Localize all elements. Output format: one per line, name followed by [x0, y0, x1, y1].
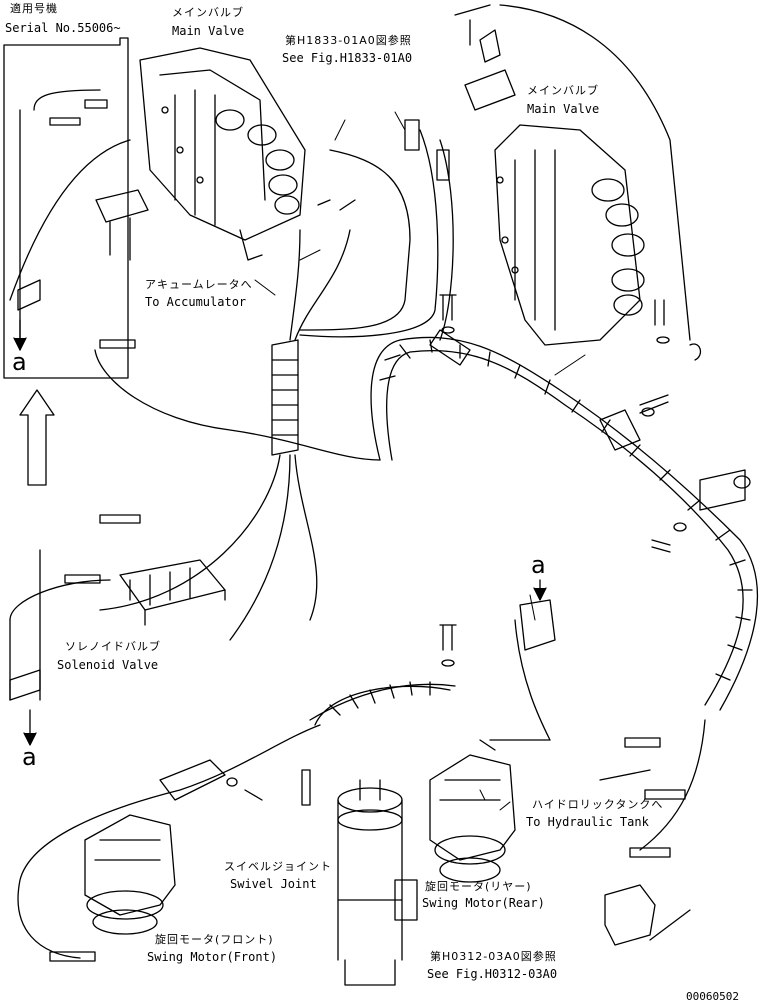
- swing-motor-front-label-jp: 旋回モータ(フロント): [155, 933, 274, 946]
- drawing-number: 00060502: [686, 990, 739, 1003]
- main-valve-right-drawing: [494, 124, 645, 346]
- swing-motor-front-label-en: Swing Motor(Front): [147, 950, 278, 964]
- swivel-joint-drawing: [337, 779, 418, 986]
- spiral-hose-main: [370, 329, 758, 711]
- ref-a-mid: a: [531, 551, 546, 579]
- fig-h1833-label-en: See Fig.H1833-01A0: [282, 51, 413, 65]
- swing-motor-rear-label-jp: 旋回モータ(リヤー): [425, 880, 532, 893]
- fig-h1833-label-jp: 第H1833-01A0図参照: [285, 34, 412, 47]
- main-valve-top-label-en: Main Valve: [172, 24, 245, 38]
- serial-label-jp: 適用号機: [10, 2, 58, 15]
- accumulator-label-jp: アキュームレータへ: [145, 278, 253, 291]
- serial-inset-box: [3, 37, 149, 379]
- main-valve-top-label-jp: メインバルブ: [172, 6, 244, 19]
- swivel-joint-label-en: Swivel Joint: [230, 877, 317, 891]
- swing-motor-rear-drawing: [429, 739, 516, 883]
- hose-bundle-vertical: [99, 339, 318, 641]
- ref-a-left: a: [22, 743, 37, 771]
- accumulator-line: [94, 339, 381, 461]
- bolts-and-washers: [226, 294, 687, 806]
- top-junction-block: [454, 4, 691, 341]
- fig-h0312-label-jp: 第H0312-03A0図参照: [430, 950, 557, 963]
- serial-label-en: Serial No.55006~: [5, 21, 121, 35]
- solenoid-label-jp: ソレノイドバルブ: [65, 640, 161, 653]
- solenoid-valve-drawing: [9, 514, 226, 746]
- valve-hoses: [289, 119, 454, 341]
- up-arrow-icon: [19, 389, 55, 486]
- hydraulic-tank-label-jp: ハイドロリックタンクへ: [532, 798, 664, 811]
- fig-h0312-label-en: See Fig.H0312-03A0: [427, 967, 558, 981]
- main-valve-right-label-en: Main Valve: [527, 102, 600, 116]
- tank-valve-block: [599, 719, 706, 946]
- solenoid-label-en: Solenoid Valve: [57, 658, 159, 672]
- right-clamp-bracket: [689, 343, 751, 511]
- swing-motor-rear-label-en: Swing Motor(Rear): [422, 896, 545, 910]
- leader-lines: [254, 111, 586, 811]
- mid-hose-to-rear-motor: [489, 579, 556, 741]
- ref-a-inset: a: [12, 348, 27, 376]
- hydraulic-tank-label-en: To Hydraulic Tank: [526, 815, 649, 829]
- swivel-joint-label-jp: スイベルジョイント: [224, 860, 332, 873]
- front-motor-hose: [17, 681, 456, 959]
- accumulator-label-en: To Accumulator: [145, 295, 247, 309]
- main-valve-top-drawing: [139, 47, 306, 261]
- swing-motor-front-drawing: [49, 814, 176, 962]
- main-valve-right-label-jp: メインバルブ: [527, 84, 599, 97]
